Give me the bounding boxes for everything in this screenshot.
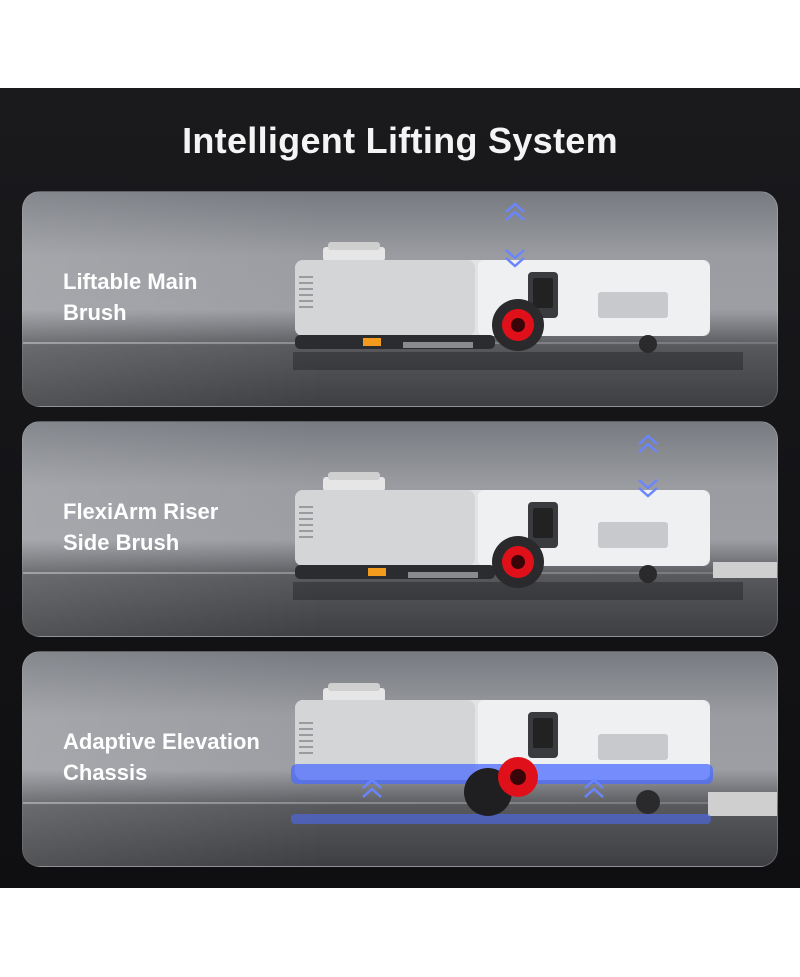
feature-label: FlexiArm Riser Side Brush (63, 499, 219, 555)
infographic-panel: Intelligent Lifting System Liftable Main… (0, 88, 800, 888)
page-title: Intelligent Lifting System (182, 120, 618, 161)
feature-card-chassis: Adaptive Elevation Chassis (22, 651, 778, 867)
feature-card-main-brush: Liftable Main Brush (22, 191, 778, 407)
feature-card-side-brush: FlexiArm Riser Side Brush (22, 421, 778, 637)
robot-vacuum-illustration (293, 434, 777, 600)
robot-vacuum-illustration (291, 683, 777, 824)
robot-vacuum-illustration (293, 202, 743, 370)
feature-label: Adaptive Elevation Chassis (63, 729, 260, 785)
feature-label: Liftable Main Brush (63, 269, 198, 325)
